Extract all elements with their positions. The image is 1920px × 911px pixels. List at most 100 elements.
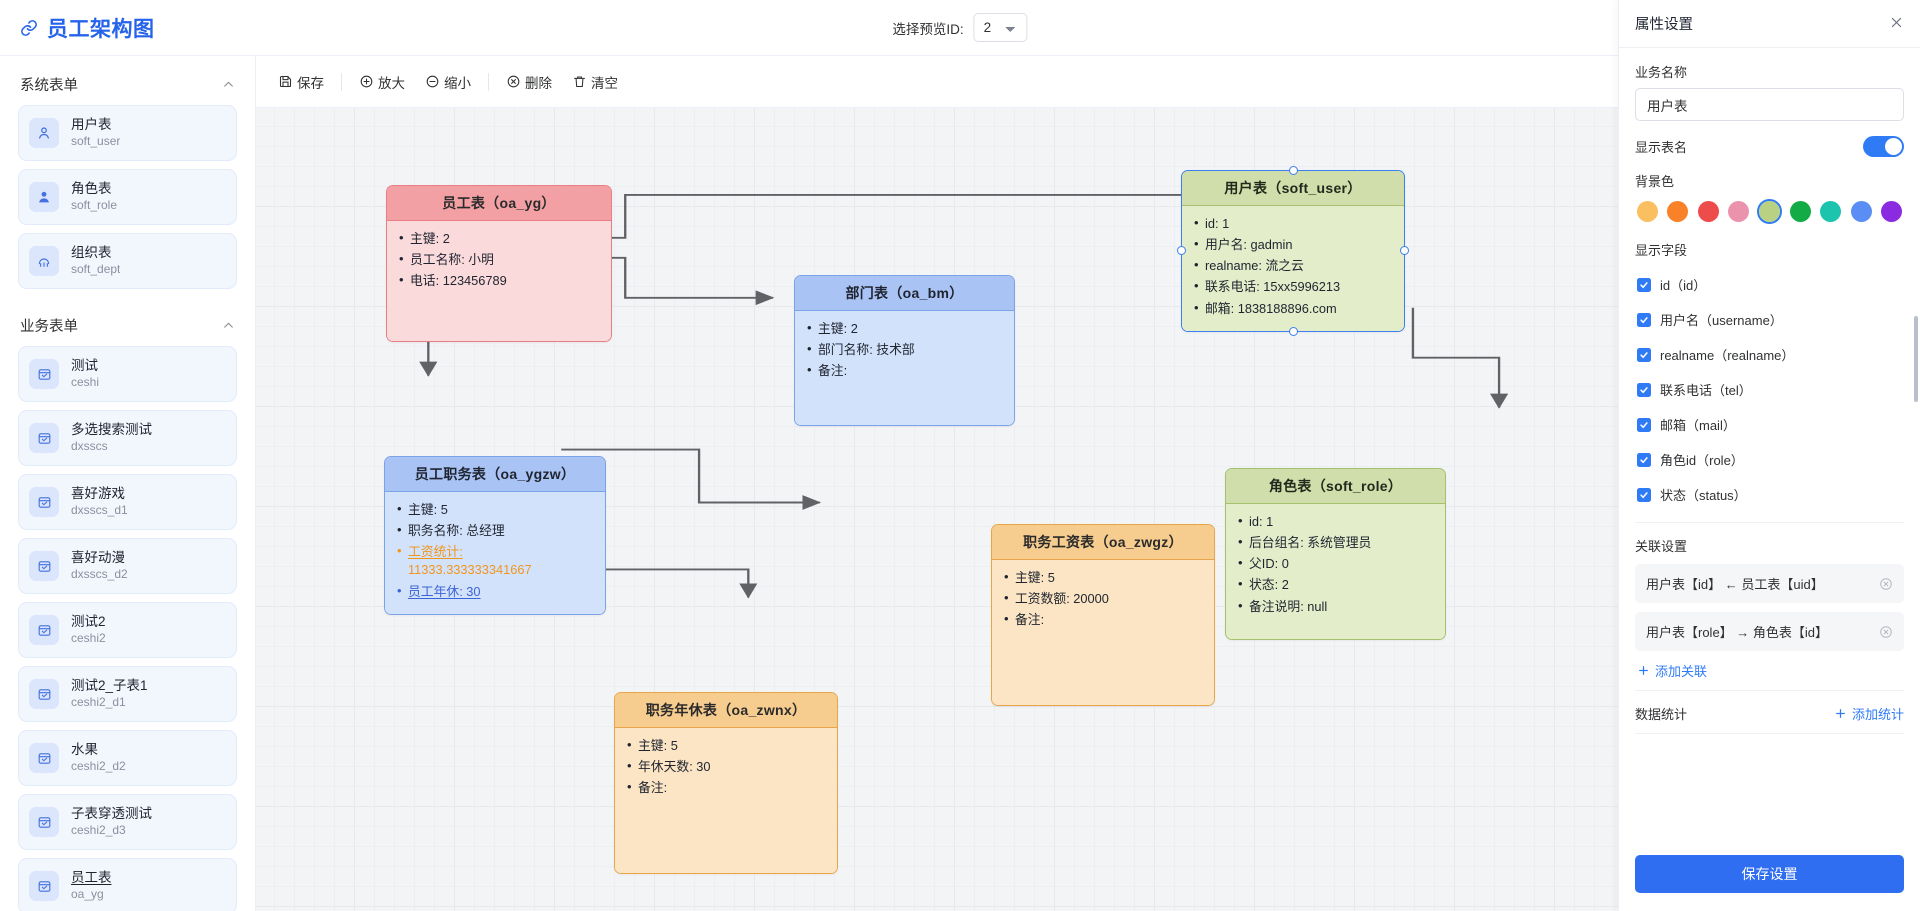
- checkbox-checked-icon[interactable]: [1637, 452, 1651, 467]
- color-swatch-0[interactable]: [1635, 199, 1660, 224]
- panel-footer: 保存设置: [1619, 845, 1920, 911]
- add-stat-button[interactable]: 添加统计: [1834, 704, 1904, 723]
- checkbox-checked-icon[interactable]: [1637, 347, 1651, 362]
- field-checkbox-row-tel[interactable]: 联系电话（tel）: [1635, 372, 1904, 407]
- form-icon: [29, 423, 59, 453]
- color-swatch-1[interactable]: [1666, 199, 1691, 224]
- sidebar-item-ceshi[interactable]: 测试 ceshi: [18, 346, 237, 402]
- color-swatch-2[interactable]: [1696, 199, 1721, 224]
- close-icon[interactable]: [1889, 15, 1904, 33]
- sidebar-inner: 系统表单 用户表 soft_user: [0, 56, 255, 911]
- checkbox-checked-icon[interactable]: [1637, 277, 1651, 292]
- sidebar-group-header-system[interactable]: 系统表单: [18, 56, 237, 105]
- node-field: 电话: 123456789: [399, 271, 599, 290]
- sidebar-item-soft-role[interactable]: 角色表 soft_role: [18, 169, 237, 225]
- sidebar-item-oa-yg[interactable]: 员工表 oa_yg: [18, 858, 237, 911]
- field-checkbox-row-realname[interactable]: realname（realname）: [1635, 337, 1904, 372]
- sidebar-item-ceshi2-d1[interactable]: 测试2_子表1 ceshi2_d1: [18, 666, 237, 722]
- sidebar-item-text: 多选搜索测试 dxsscs: [71, 422, 152, 453]
- sidebar-group-header-business[interactable]: 业务表单: [18, 297, 237, 346]
- color-swatch-3[interactable]: [1727, 199, 1752, 224]
- diagram-node-soft-user[interactable]: 用户表（soft_user） id: 1 用户名: gadmin realnam…: [1177, 166, 1409, 336]
- node-field: 备注:: [1004, 610, 1202, 629]
- diagram-node-oa-zwnx[interactable]: 职务年休表（oa_zwnx） 主键: 5 年休天数: 30 备注:: [614, 692, 838, 875]
- field-checkbox-row-mail[interactable]: 邮箱（mail）: [1635, 407, 1904, 442]
- save-button[interactable]: 保存: [268, 66, 334, 98]
- relation-text: 用户表【id】 ← 员工表【uid】: [1646, 577, 1824, 592]
- diagram-node-oa-zwgz[interactable]: 职务工资表（oa_zwgz） 主键: 5 工资数额: 20000 备注:: [991, 524, 1215, 707]
- color-swatch-4-selected[interactable]: [1757, 199, 1782, 224]
- panel-body[interactable]: 业务名称 显示表名 背景色 显示: [1619, 48, 1920, 845]
- color-swatch-7[interactable]: [1849, 199, 1874, 224]
- relation-row-0[interactable]: 用户表【id】 ← 员工表【uid】: [1635, 564, 1904, 603]
- resize-handle-top[interactable]: [1288, 166, 1298, 175]
- color-swatch-6[interactable]: [1819, 199, 1844, 224]
- clear-button[interactable]: 清空: [562, 66, 628, 98]
- diagram-node-oa-bm[interactable]: 部门表（oa_bm） 主键: 2 部门名称: 技术部 备注:: [794, 275, 1015, 427]
- remove-relation-icon[interactable]: [1879, 625, 1893, 639]
- trash-icon: [573, 76, 586, 88]
- plus-icon: [1836, 709, 1845, 718]
- chevron-up-icon[interactable]: [222, 319, 235, 332]
- brand: 员工架构图: [0, 13, 155, 43]
- node-stat-label: 工资统计:: [408, 544, 463, 560]
- sidebar-item-dxsscs-d1[interactable]: 喜好游戏 dxsscs_d1: [18, 474, 237, 530]
- node-field: 邮箱: 1838188896.com: [1194, 299, 1392, 318]
- panel-scrollbar[interactable]: [1914, 316, 1918, 402]
- checkbox-checked-icon[interactable]: [1637, 417, 1651, 432]
- sidebar[interactable]: 系统表单 用户表 soft_user: [0, 56, 256, 911]
- resize-handle-bottom[interactable]: [1288, 326, 1298, 336]
- sidebar-item-text: 子表穿透测试 ceshi2_d3: [71, 806, 152, 837]
- show-table-name-toggle[interactable]: [1863, 136, 1904, 157]
- sidebar-item-name: 测试2: [71, 614, 106, 630]
- diagram-node-oa-ygzw[interactable]: 员工职务表（oa_ygzw） 主键: 5 职务名称: 总经理 工资统计:1133…: [384, 456, 606, 615]
- preview-id-selector: 选择预览ID: 2: [892, 13, 1028, 42]
- resize-handle-right[interactable]: [1400, 246, 1409, 256]
- form-icon: [29, 743, 59, 773]
- field-checkbox-row-username[interactable]: 用户名（username）: [1635, 302, 1904, 337]
- checkbox-checked-icon[interactable]: [1637, 382, 1651, 397]
- remove-relation-icon[interactable]: [1879, 577, 1893, 591]
- stats-label: 数据统计: [1635, 707, 1688, 722]
- node-field: id: 1: [1238, 512, 1433, 531]
- zoom-out-button[interactable]: 缩小: [415, 66, 481, 98]
- preview-id-select[interactable]: 2: [973, 13, 1028, 42]
- field-checkbox-row-status[interactable]: 状态（status）: [1635, 477, 1904, 512]
- sidebar-item-dxsscs[interactable]: 多选搜索测试 dxsscs: [18, 410, 237, 466]
- sidebar-group-title: 业务表单: [20, 319, 78, 335]
- add-relation-button[interactable]: 添加关联: [1637, 661, 1904, 680]
- node-field: 备注:: [807, 361, 1002, 380]
- color-swatch-5[interactable]: [1788, 199, 1813, 224]
- field-checkbox-row-id[interactable]: id（id）: [1635, 267, 1904, 302]
- clear-button-label: 清空: [591, 75, 618, 91]
- diagram-node-oa-yg[interactable]: 员工表（oa_yg） 主键: 2 员工名称: 小明 电话: 123456789: [386, 185, 612, 343]
- business-name-input[interactable]: [1635, 88, 1904, 121]
- node-title: 员工表（oa_yg）: [387, 186, 611, 221]
- delete-button[interactable]: 删除: [496, 66, 562, 98]
- zoom-in-button[interactable]: 放大: [349, 66, 415, 98]
- background-color-swatches: [1635, 199, 1904, 224]
- sidebar-item-soft-dept[interactable]: 组织表 soft_dept: [18, 233, 237, 289]
- link-icon: [20, 19, 38, 37]
- diagram-node-soft-role[interactable]: 角色表（soft_role） id: 1 后台组名: 系统管理员 父ID: 0 …: [1225, 468, 1446, 640]
- checkbox-checked-icon[interactable]: [1637, 487, 1651, 502]
- node-field: 年休天数: 30: [627, 757, 825, 776]
- color-swatch-8[interactable]: [1880, 199, 1905, 224]
- chevron-up-icon[interactable]: [222, 78, 235, 91]
- checkbox-checked-icon[interactable]: [1637, 312, 1651, 327]
- save-icon: [279, 75, 292, 88]
- sidebar-item-soft-user[interactable]: 用户表 soft_user: [18, 105, 237, 161]
- sidebar-item-code: ceshi2_d3: [71, 822, 126, 837]
- sidebar-item-ceshi2-d3[interactable]: 子表穿透测试 ceshi2_d3: [18, 794, 237, 850]
- relation-row-1[interactable]: 用户表【role】 → 角色表【id】: [1635, 612, 1904, 651]
- preview-id-label: 选择预览ID:: [892, 21, 964, 37]
- sidebar-item-dxsscs-d2[interactable]: 喜好动漫 dxsscs_d2: [18, 538, 237, 594]
- resize-handle-left[interactable]: [1177, 246, 1186, 256]
- field-checkbox-row-role[interactable]: 角色id（role）: [1635, 442, 1904, 477]
- sidebar-item-ceshi2-d2[interactable]: 水果 ceshi2_d2: [18, 730, 237, 786]
- save-settings-button[interactable]: 保存设置: [1635, 855, 1904, 893]
- sidebar-item-code: ceshi2_d1: [71, 694, 126, 709]
- form-icon: [29, 359, 59, 389]
- sidebar-item-ceshi2[interactable]: 测试2 ceshi2: [18, 602, 237, 658]
